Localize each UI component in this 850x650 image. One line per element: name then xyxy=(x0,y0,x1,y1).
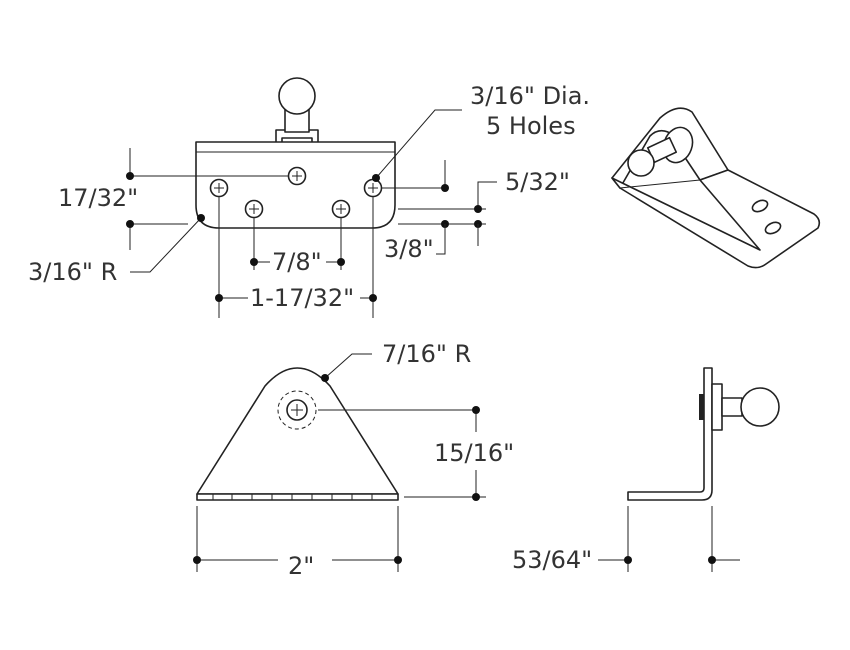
hole-dia-leader xyxy=(375,109,462,179)
side-stud-mount xyxy=(699,394,704,420)
center-hole xyxy=(286,399,308,421)
top-radius-leader xyxy=(324,353,372,379)
base-tick-marks xyxy=(212,494,373,500)
mount-hole xyxy=(244,199,264,219)
mount-hole xyxy=(363,178,383,198)
iso-fold-edge xyxy=(619,179,701,189)
edge-offset-top-label: 5/32" xyxy=(505,168,570,196)
dim-dot xyxy=(250,258,258,266)
side-view: 53/64" xyxy=(512,367,780,574)
side-washer xyxy=(711,383,723,431)
mount-hole xyxy=(331,199,351,219)
edge-offset-side-label: 3/8" xyxy=(384,235,434,263)
dim-dot xyxy=(624,556,632,564)
dim-dot xyxy=(126,220,134,228)
top-radius-label: 7/16" R xyxy=(382,340,471,368)
dim-dot xyxy=(708,556,716,564)
width-label: 2" xyxy=(288,552,314,580)
wide-spacing-label: 1-17/32" xyxy=(250,284,354,312)
mount-hole xyxy=(209,178,229,198)
leader-dot xyxy=(372,174,380,182)
dim-dot xyxy=(394,556,402,564)
dim-line xyxy=(477,181,497,209)
front-plate-outline xyxy=(196,367,399,495)
small-spacing-label: 7/8" xyxy=(272,248,322,276)
dim-dot xyxy=(193,556,201,564)
hole-dia-label: 3/16" Dia. xyxy=(470,82,590,110)
side-stud-neck xyxy=(721,397,743,417)
dim-dot xyxy=(337,258,345,266)
leader-dot xyxy=(197,214,205,222)
front-base-strip xyxy=(196,493,399,501)
isometric-view xyxy=(611,107,821,269)
side-l-profile xyxy=(627,367,713,501)
dim-line xyxy=(436,224,446,255)
iso-stud-ball xyxy=(627,149,655,177)
front-view: 7/16" R 15/16" 2" xyxy=(193,340,514,580)
leader-dot xyxy=(321,374,329,382)
top-view: 3/16" Dia. 5 Holes 17/32" 3/16" R 5/32" … xyxy=(28,77,590,318)
height-label: 15/16" xyxy=(434,439,514,467)
corner-radius-leader xyxy=(130,217,202,273)
hole-count-label: 5 Holes xyxy=(486,112,576,140)
vert-spacing-label: 17/32" xyxy=(58,184,138,212)
dim-dot xyxy=(472,406,480,414)
dim-dot xyxy=(126,172,134,180)
iso-hole xyxy=(764,221,782,235)
iso-hole xyxy=(751,199,769,213)
side-stud-ball xyxy=(740,387,780,427)
dim-dot xyxy=(472,493,480,501)
stud-outline-dashed xyxy=(277,390,317,430)
iso-base-plate xyxy=(611,169,821,269)
dim-dot xyxy=(441,184,449,192)
stud-ball xyxy=(278,77,316,115)
corner-radius-label: 3/16" R xyxy=(28,258,117,286)
depth-label: 53/64" xyxy=(512,546,592,574)
dim-dot xyxy=(369,294,377,302)
dim-dot xyxy=(474,205,482,213)
mount-hole xyxy=(287,166,307,186)
dim-dot xyxy=(215,294,223,302)
